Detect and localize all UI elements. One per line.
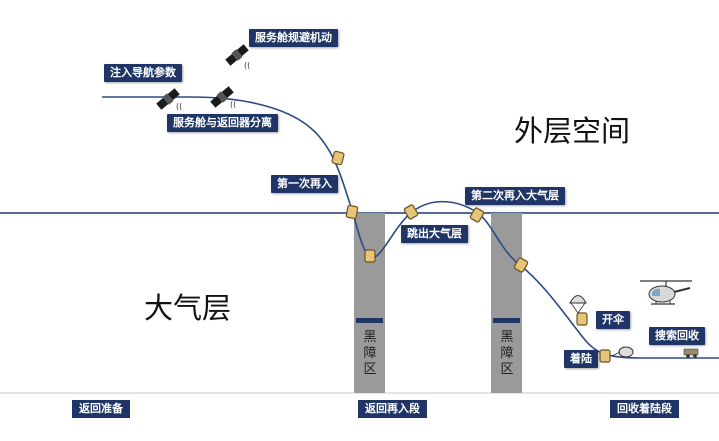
label-service-avoid: 服务舱规避机动 [249, 29, 338, 47]
capsule-icon [364, 249, 376, 263]
label-search-recover: 搜索回收 [649, 327, 705, 345]
capsule-icon [599, 349, 611, 363]
phase-recovery: 回收着陆段 [610, 400, 679, 418]
region-outer-space: 外层空间 [514, 114, 631, 148]
blackout-label-2: 黑障区 [500, 330, 514, 377]
satellite-icon [156, 88, 180, 110]
label-first-reentry: 第一次再入 [271, 175, 338, 193]
capsule-icon [576, 312, 588, 326]
label-chute-open: 开伞 [596, 311, 630, 329]
blackout-zone-2 [491, 213, 522, 393]
region-atmosphere: 大气层 [144, 291, 232, 325]
capsule-icon [403, 204, 419, 220]
label-landing: 着陆 [564, 350, 598, 368]
parachute-icon [611, 346, 634, 358]
label-second-reentry: 第二次再入大气层 [465, 187, 565, 205]
capsule-icon [345, 204, 359, 220]
capsule-icon [513, 257, 529, 273]
label-separation: 服务舱与返回器分离 [167, 114, 278, 132]
satellite-icon [225, 44, 249, 66]
blackout-zone-1 [354, 213, 385, 393]
blackout-marker-1 [356, 318, 383, 323]
blackout-label-1: 黑障区 [363, 330, 377, 377]
parachute-icon [569, 295, 587, 314]
blackout-marker-2 [493, 318, 520, 323]
capsule-icon [469, 207, 485, 223]
label-inject-nav: 注入导航参数 [104, 64, 182, 82]
search-vehicle-icon [683, 348, 699, 358]
signal-mark: (( [176, 102, 182, 111]
satellite-icon [210, 86, 234, 108]
helicopter-icon [640, 280, 692, 305]
capsule-icon [331, 150, 345, 166]
signal-mark: (( [230, 100, 236, 109]
signal-mark: (( [244, 61, 250, 70]
label-skip-out: 跳出大气层 [401, 225, 468, 243]
phase-prep: 返回准备 [72, 400, 130, 418]
phase-reentry: 返回再入段 [358, 400, 427, 418]
